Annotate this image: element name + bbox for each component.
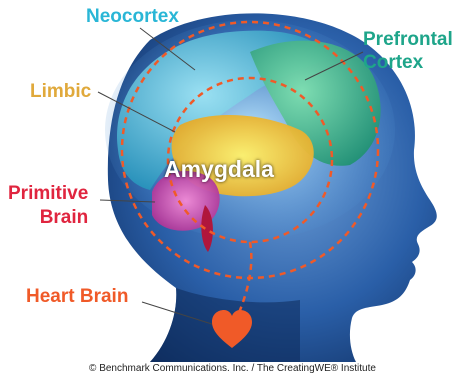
prefrontal-cortex-label: Prefrontal Cortex: [363, 28, 453, 74]
amygdala-label: Amygdala: [164, 158, 274, 181]
neocortex-label: Neocortex: [86, 7, 179, 26]
copyright-caption: © Benchmark Communications. Inc. / The C…: [0, 363, 465, 374]
primitive-line-2: Brain: [8, 206, 88, 230]
prefrontal-line-1: Prefrontal: [363, 28, 453, 51]
limbic-label: Limbic: [30, 82, 91, 101]
prefrontal-line-2: Cortex: [363, 51, 453, 74]
primitive-brain-label: Primitive Brain: [8, 182, 88, 230]
primitive-line-1: Primitive: [8, 182, 88, 206]
heart-brain-label: Heart Brain: [26, 287, 128, 306]
